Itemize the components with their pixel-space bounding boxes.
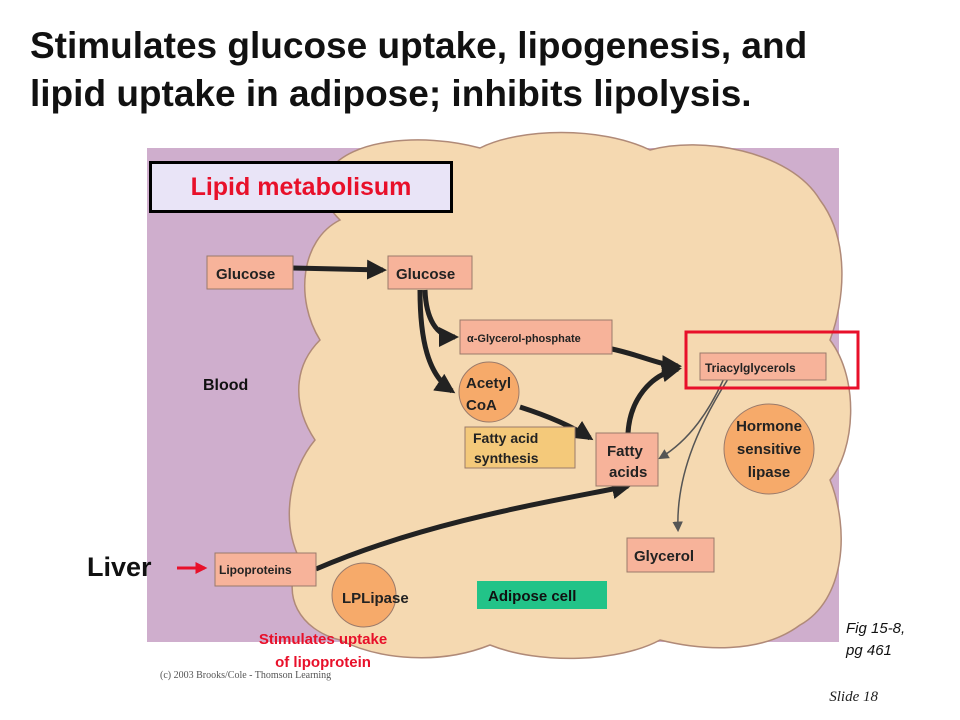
arrow-acetyl-coa-to-fatty-acids [519,404,594,441]
glycerol-phosphate-box [459,319,613,355]
glycerol-phosphate-label: α-Glycerol-phosphate [467,333,581,345]
adipose-cell-label-box [477,581,607,609]
stimulates-uptake-note: Stimulates uptake of lipoprotein [232,628,414,674]
title-line-2: lipid uptake in adipose; inhibits lipoly… [30,73,752,114]
hormone-label-2: sensitive [737,441,801,458]
arrow-glucose-uptake [292,259,387,280]
fatty-acids-label-2: acids [609,464,647,481]
lipoproteins-label: Lipoproteins [219,563,292,577]
triacylglycerols-box [699,352,827,381]
glycerol-box [626,537,715,573]
fatty-acid-synthesis-label-2: synthesis [474,450,539,466]
figure-reference: Fig 15-8, pg 461 [846,618,905,662]
acetyl-coa-circle [458,361,520,423]
adipose-cell-label: Adipose cell [488,588,576,605]
triacylglycerols-label: Triacylglycerols [705,361,796,375]
lplipase-label: LPLipase [342,590,409,607]
triacylglycerols-highlight [684,330,860,390]
copyright-text: (c) 2003 Brooks/Cole - Thomson Learning [160,670,332,681]
arrow-to-acetyl-coa [417,289,456,394]
slide-title: Stimulates glucose uptake, lipogenesis, … [30,22,940,118]
hormone-label-3: lipase [748,464,791,481]
lipoproteins-box [214,552,317,587]
hormone-sensitive-lipase-circle [723,403,815,495]
lplipase-circle [331,562,397,628]
arrow-lipolysis-to-glycerol [672,375,731,533]
arrow-to-glycerol-phosphate [422,289,459,347]
blood-label: Blood [203,377,248,394]
fatty-acids-box [595,432,659,487]
glucose-cell-box [387,255,473,290]
acetyl-coa-label-1: Acetyl [466,375,511,392]
arrow-fatty-acids-to-tag [625,362,682,434]
acetyl-coa-label-2: CoA [466,397,497,414]
glucose-cell-label: Glucose [396,266,455,283]
fatty-acid-synthesis-box [464,426,576,469]
lipid-metabolism-header: Lipid metabolisum [149,161,453,213]
arrow-lipoproteins-to-fatty-acids [315,479,632,572]
fatty-acids-label-1: Fatty [607,443,643,460]
slide-number: Slide 18 [829,689,878,705]
glycerol-label: Glycerol [634,548,694,565]
fatty-acid-synthesis-label-1: Fatty acid [473,430,538,446]
glucose-blood-label: Glucose [216,266,275,283]
hormone-label-1: Hormone [736,418,802,435]
glucose-blood-box [206,255,294,290]
liver-label: Liver [87,552,152,582]
fig-ref-line-2: pg 461 [846,642,892,659]
stimulates-line-2: of lipoprotein [275,654,371,671]
fig-ref-line-1: Fig 15-8, [846,620,906,637]
stimulates-line-1: Stimulates uptake [258,631,388,648]
title-line-1: Stimulates glucose uptake, lipogenesis, … [30,25,808,66]
